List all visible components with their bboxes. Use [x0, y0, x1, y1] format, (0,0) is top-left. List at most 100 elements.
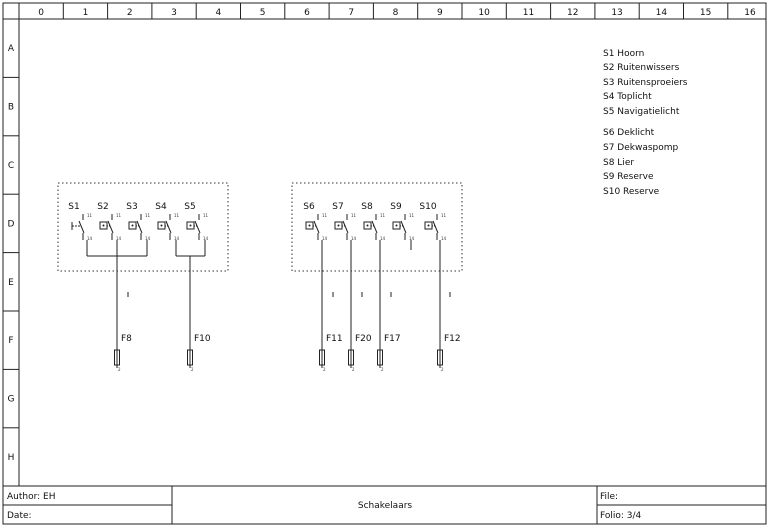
fuse-label: F10	[194, 334, 211, 344]
column-label-1: 1	[83, 8, 89, 18]
file-field: File:	[600, 492, 618, 502]
switch-s9: S9 11 14	[390, 202, 414, 241]
switch-contact	[313, 220, 320, 234]
row-label-G: G	[8, 395, 15, 405]
column-label-15: 15	[700, 8, 711, 18]
switch-label: S7	[332, 202, 343, 212]
fuse-pin: 2	[381, 367, 384, 372]
column-label-16: 16	[744, 8, 756, 18]
legend-item: S6 Deklicht	[603, 128, 655, 138]
switch-pin-bottom: 14	[87, 236, 93, 241]
actuator-dot	[160, 224, 163, 227]
fuse-label: F11	[326, 334, 343, 344]
switch-contact	[371, 220, 378, 234]
switch-label: S3	[126, 202, 137, 212]
column-label-5: 5	[260, 8, 266, 18]
row-label-H: H	[8, 453, 15, 463]
column-label-7: 7	[348, 8, 354, 18]
switch-pin-bottom: 14	[441, 236, 447, 241]
switch-pin-top: 11	[145, 213, 151, 218]
switch-label: S5	[184, 202, 195, 212]
fuse-label: F12	[444, 334, 461, 344]
switch-label: S9	[390, 202, 402, 212]
fuse-f11: F11 2	[319, 334, 343, 372]
switch-panel-2	[291, 182, 463, 272]
switch-pin-top: 11	[174, 213, 180, 218]
column-label-9: 9	[437, 8, 443, 18]
switch-label: S4	[155, 202, 167, 212]
actuator-dot	[131, 224, 134, 227]
title-block: Author: EH Date: Schakelaars File: Folio…	[3, 485, 766, 524]
row-label-B: B	[8, 103, 14, 113]
legend-item: S7 Dekwaspomp	[603, 143, 679, 153]
switch-pin-bottom: 14	[116, 236, 122, 241]
actuator-dot	[427, 224, 430, 227]
column-label-10: 10	[478, 8, 490, 18]
switch-contact	[400, 220, 407, 234]
actuator-dot	[102, 224, 105, 227]
switch-pin-bottom: 14	[322, 236, 328, 241]
switch-pin-top: 11	[441, 213, 447, 218]
column-label-4: 4	[215, 8, 221, 18]
row-label-C: C	[8, 161, 14, 171]
column-label-6: 6	[304, 8, 310, 18]
switch-symbols: S11114S21114S31114S41114S51114S61114S711…	[68, 202, 446, 241]
switch-s4: S4 11 14	[155, 202, 179, 241]
fuse-pin: 2	[352, 367, 355, 372]
switch-contact	[342, 220, 349, 234]
switch-pin-top: 11	[116, 213, 122, 218]
switch-pin-bottom: 14	[409, 236, 415, 241]
row-label-E: E	[8, 278, 14, 288]
switch-pin-top: 11	[322, 213, 328, 218]
column-label-3: 3	[171, 8, 177, 18]
legend-item: S4 Toplicht	[603, 92, 652, 102]
column-label-12: 12	[567, 8, 578, 18]
switch-label: S1	[68, 202, 79, 212]
legend-item: S10 Reserve	[603, 187, 660, 197]
switch-pin-bottom: 14	[203, 236, 209, 241]
column-label-8: 8	[393, 8, 399, 18]
fuse-label: F20	[355, 334, 372, 344]
switch-s2: S2 11 14	[97, 202, 121, 241]
switch-contact	[78, 220, 85, 234]
switch-contact	[107, 220, 114, 234]
switch-s3: S3 11 14	[126, 202, 150, 241]
switch-pin-bottom: 14	[145, 236, 151, 241]
wiring	[86, 240, 451, 350]
actuator-dot	[337, 224, 340, 227]
fuse-pin: 2	[323, 367, 326, 372]
fuse-pin: 2	[191, 367, 194, 372]
switch-label: S10	[419, 202, 436, 212]
column-label-0: 0	[38, 8, 44, 18]
switch-panel-1	[57, 182, 229, 272]
switch-pin-top: 11	[351, 213, 357, 218]
switch-pin-bottom: 14	[174, 236, 180, 241]
switch-contact	[194, 220, 201, 234]
legend-item: S3 Ruitensproeiers	[603, 78, 688, 88]
switch-contact	[165, 220, 172, 234]
fuse-label: F17	[384, 334, 401, 344]
date-field: Date:	[7, 511, 32, 521]
switch-pin-top: 11	[409, 213, 415, 218]
switch-label: S2	[97, 202, 108, 212]
actuator-dot	[189, 224, 192, 227]
column-label-13: 13	[611, 8, 622, 18]
switch-pin-bottom: 14	[380, 236, 386, 241]
column-label-11: 11	[523, 8, 534, 18]
fuse-f20: F20 2	[348, 334, 372, 372]
switch-pin-top: 11	[380, 213, 386, 218]
actuator-dot	[366, 224, 369, 227]
legend-item: S2 Ruitenwissers	[603, 63, 680, 73]
fuse-label: F8	[121, 334, 132, 344]
actuator-dot	[395, 224, 398, 227]
fuse-f17: F17 2	[377, 334, 401, 372]
